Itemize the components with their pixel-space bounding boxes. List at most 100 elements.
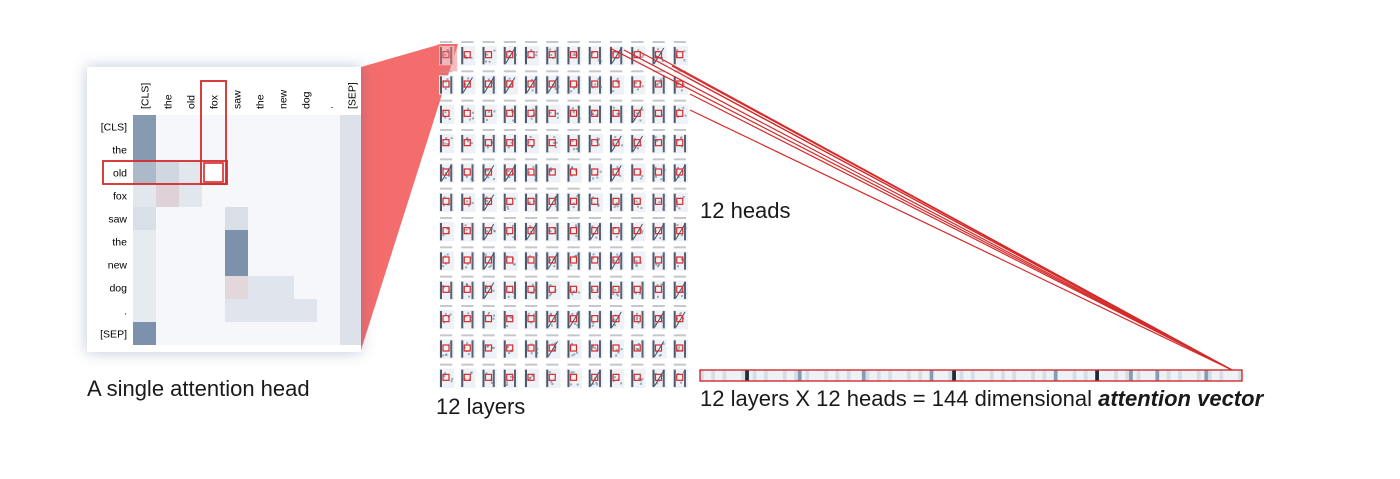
vector-cell [1215,370,1220,381]
head-thumbnail [524,41,540,66]
head-thumbnail [651,363,667,388]
head-thumbnail [545,70,561,95]
head-thumbnail [502,217,518,242]
head-thumbnail [630,246,646,271]
heatmap-cell [179,253,202,276]
head-thumbnail [651,129,667,154]
head-thumbnail [481,334,497,359]
row-token: the [112,237,127,249]
head-thumbnail [481,187,497,212]
vector-cell [967,370,972,381]
single-head-caption: A single attention head [87,376,310,401]
head-thumbnail [651,99,667,124]
vector-caption-emphasis: attention vector [1098,386,1264,411]
head-thumbnail [566,129,582,154]
head-thumbnail [651,246,667,271]
column-token: . [324,106,336,109]
vector-cell [1196,370,1201,381]
vector-cell [1031,370,1036,381]
heatmap-cell [156,230,179,253]
row-token: . [124,306,127,318]
vector-cell [1140,370,1145,381]
heatmap-cell [248,230,271,253]
head-thumbnail [566,363,582,388]
heatmap-cell [294,207,317,230]
heatmap-cell [225,115,248,138]
heatmap-cell [202,299,225,322]
vector-cell [858,370,863,381]
vector-cell [914,370,919,381]
head-thumbnail [545,158,561,183]
heatmap-cell [340,322,363,345]
row-token: the [112,145,127,157]
vector-cell [1019,370,1024,381]
head-thumbnail [439,217,455,242]
vector-cell [843,370,848,381]
heatmap-cell [271,253,294,276]
head-thumbnail [630,99,646,124]
head-thumbnail [439,158,455,183]
head-thumbnail [587,246,603,271]
heatmap-cell [225,253,248,276]
vector-cell [1211,370,1216,381]
vector-cell [986,370,991,381]
heatmap-cell [179,276,202,299]
vector-cell [948,370,953,381]
head-thumbnail [545,275,561,300]
vector-cell [1151,370,1156,381]
heatmap-cell [317,138,340,161]
head-thumbnail [651,334,667,359]
vector-cell [884,370,889,381]
vector-cell [876,370,881,381]
heatmap-cell [317,230,340,253]
heatmap-cell [156,161,179,184]
vector-cell [763,370,769,381]
column-token: saw [232,90,244,109]
vector-cell [835,370,840,381]
head-thumbnail [524,217,540,242]
head-thumbnail [481,275,497,300]
vector-cell [933,370,938,381]
head-thumbnail [609,70,625,95]
heatmap-cell [271,138,294,161]
heatmap-cell [294,253,317,276]
heatmap-cell [294,184,317,207]
heatmap-cell [202,184,225,207]
head-thumbnail [609,275,625,300]
vector-cell [797,370,802,381]
head-thumbnail [524,363,540,388]
head-thumbnail [439,246,455,271]
head-thumbnail [545,187,561,212]
heatmap-cell [271,299,294,322]
head-thumbnail [566,275,582,300]
vector-cell [989,370,994,381]
vector-cell [722,370,727,381]
vector-cell [1162,370,1168,381]
vector-cell [1226,370,1232,381]
heatmap-cell [340,138,363,161]
heatmap-cell [156,299,179,322]
vector-cell [974,370,979,381]
head-thumbnail [609,305,625,330]
head-thumbnail [609,246,625,271]
heatmap-cell [202,115,225,138]
head-thumbnail [524,275,540,300]
head-thumbnail [630,187,646,212]
vector-caption-text: 12 layers X 12 heads = 144 dimensional [700,386,1099,411]
heatmap-cell [202,276,225,299]
projection-line [689,93,1233,371]
heatmap-cell [294,161,317,184]
vector-cell [993,370,998,381]
vector-cell [899,370,904,381]
vector-cell [918,370,923,381]
highlight-column-box [200,80,227,185]
head-thumbnail [524,187,540,212]
heatmap-cell [202,138,225,161]
head-thumbnail [672,305,688,330]
vector-cell [1098,370,1104,381]
head-thumbnail [609,99,625,124]
vector-cell [718,370,723,381]
vector-cell [1208,370,1213,381]
head-thumbnail [502,70,518,95]
heatmap-cell [294,276,317,299]
